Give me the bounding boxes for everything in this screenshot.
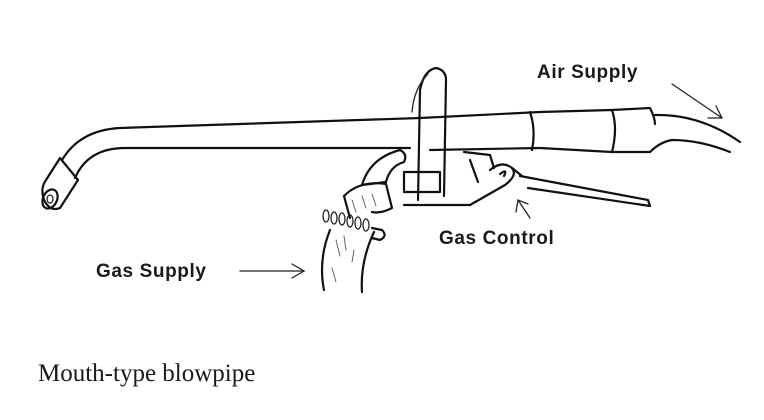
figure-caption: Mouth-type blowpipe xyxy=(38,360,256,387)
blowpipe-tube xyxy=(60,110,542,180)
gas-supply-arrow xyxy=(239,263,306,279)
gas-supply-hose xyxy=(320,182,394,294)
gas-connector-elbow xyxy=(360,148,407,187)
air-supply-arrow xyxy=(671,83,724,119)
gas-supply-label: Gas Supply xyxy=(96,261,207,282)
gas-control-label: Gas Control xyxy=(439,228,555,249)
mouthpiece-section xyxy=(528,106,742,154)
gas-control-arrow xyxy=(515,199,531,219)
air-supply-label: Air Supply xyxy=(537,62,639,83)
hose-clamp xyxy=(322,209,386,242)
nozzle-tip xyxy=(41,156,80,211)
gas-valve xyxy=(402,150,652,208)
wire-loop-handle xyxy=(411,66,448,202)
